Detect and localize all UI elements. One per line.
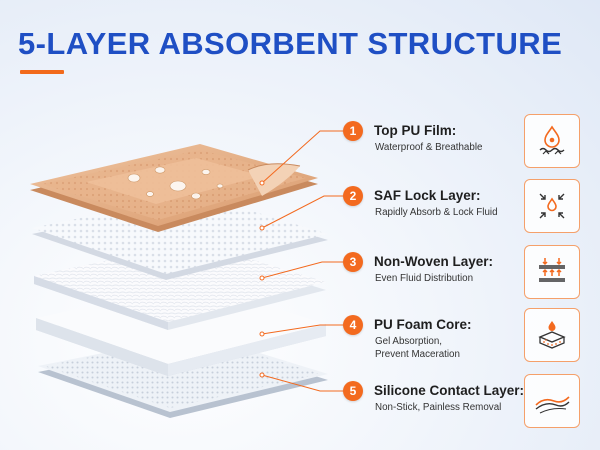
- layer-3-desc-line: Even Fluid Distribution: [375, 273, 474, 284]
- connector-2: [261, 195, 346, 229]
- layer-3-icon-box: [524, 245, 580, 299]
- layer-2-desc: Rapidly Absorb & Lock Fluid: [375, 207, 498, 220]
- layer-4-badge: 4: [343, 315, 363, 335]
- fluid-distribution-icon: [539, 258, 565, 282]
- connector-dot-4: [259, 331, 265, 337]
- layer-5-desc: Non-Stick, Painless Removal: [375, 402, 501, 415]
- layer-1-icon-box: [524, 114, 580, 168]
- layer-3-badge: 3: [343, 252, 363, 272]
- layer-2-desc-line: Rapidly Absorb & Lock Fluid: [375, 207, 498, 218]
- water-drop-waves-icon: [539, 125, 565, 155]
- layer-4-icon-box: [524, 308, 580, 362]
- layer-5-badge: 5: [343, 381, 363, 401]
- connector-1: [261, 130, 346, 184]
- layer-5-desc-line: Non-Stick, Painless Removal: [375, 402, 502, 413]
- connector-dot-3: [259, 275, 265, 281]
- connector-4: [261, 324, 346, 335]
- layer-2-icon-box: [524, 179, 580, 233]
- layer-4-desc: Gel Absorption, Prevent Maceration: [375, 336, 460, 361]
- layer-5-icon-box: [524, 374, 580, 428]
- connector-5: [261, 374, 346, 392]
- skin-contact-icon: [535, 396, 570, 414]
- title-underline: [20, 70, 64, 74]
- layer-5-title: Silicone Contact Layer:: [374, 383, 525, 398]
- layer-3-title: Non-Woven Layer:: [374, 254, 494, 269]
- layer-4-desc-line-2: Prevent Maceration: [375, 348, 460, 360]
- layer-1-badge: 1: [343, 121, 363, 141]
- layer-1-desc: Waterproof & Breathable: [375, 142, 482, 155]
- layer-1-desc-line: Waterproof & Breathable: [375, 142, 483, 153]
- page-title: 5-LAYER ABSORBENT STRUCTURE: [18, 26, 563, 61]
- layer-2-title: SAF Lock Layer:: [374, 188, 481, 203]
- foam-core-icon: [538, 321, 566, 349]
- connector-3: [261, 261, 346, 279]
- pad-layer-3: [34, 242, 326, 330]
- layer-4-desc-line-1: Gel Absorption,: [375, 336, 442, 347]
- connector-dot-2: [259, 225, 265, 231]
- layer-4-title: PU Foam Core:: [374, 317, 472, 332]
- connector-dot-1: [259, 180, 265, 186]
- layer-2-badge: 2: [343, 186, 363, 206]
- drop-absorb-arrows-icon: [539, 193, 565, 219]
- layer-1-title: Top PU Film:: [374, 123, 457, 138]
- pad-layer-1: [30, 144, 318, 232]
- layer-3-desc: Even Fluid Distribution: [375, 273, 473, 286]
- connector-dot-5: [259, 372, 265, 378]
